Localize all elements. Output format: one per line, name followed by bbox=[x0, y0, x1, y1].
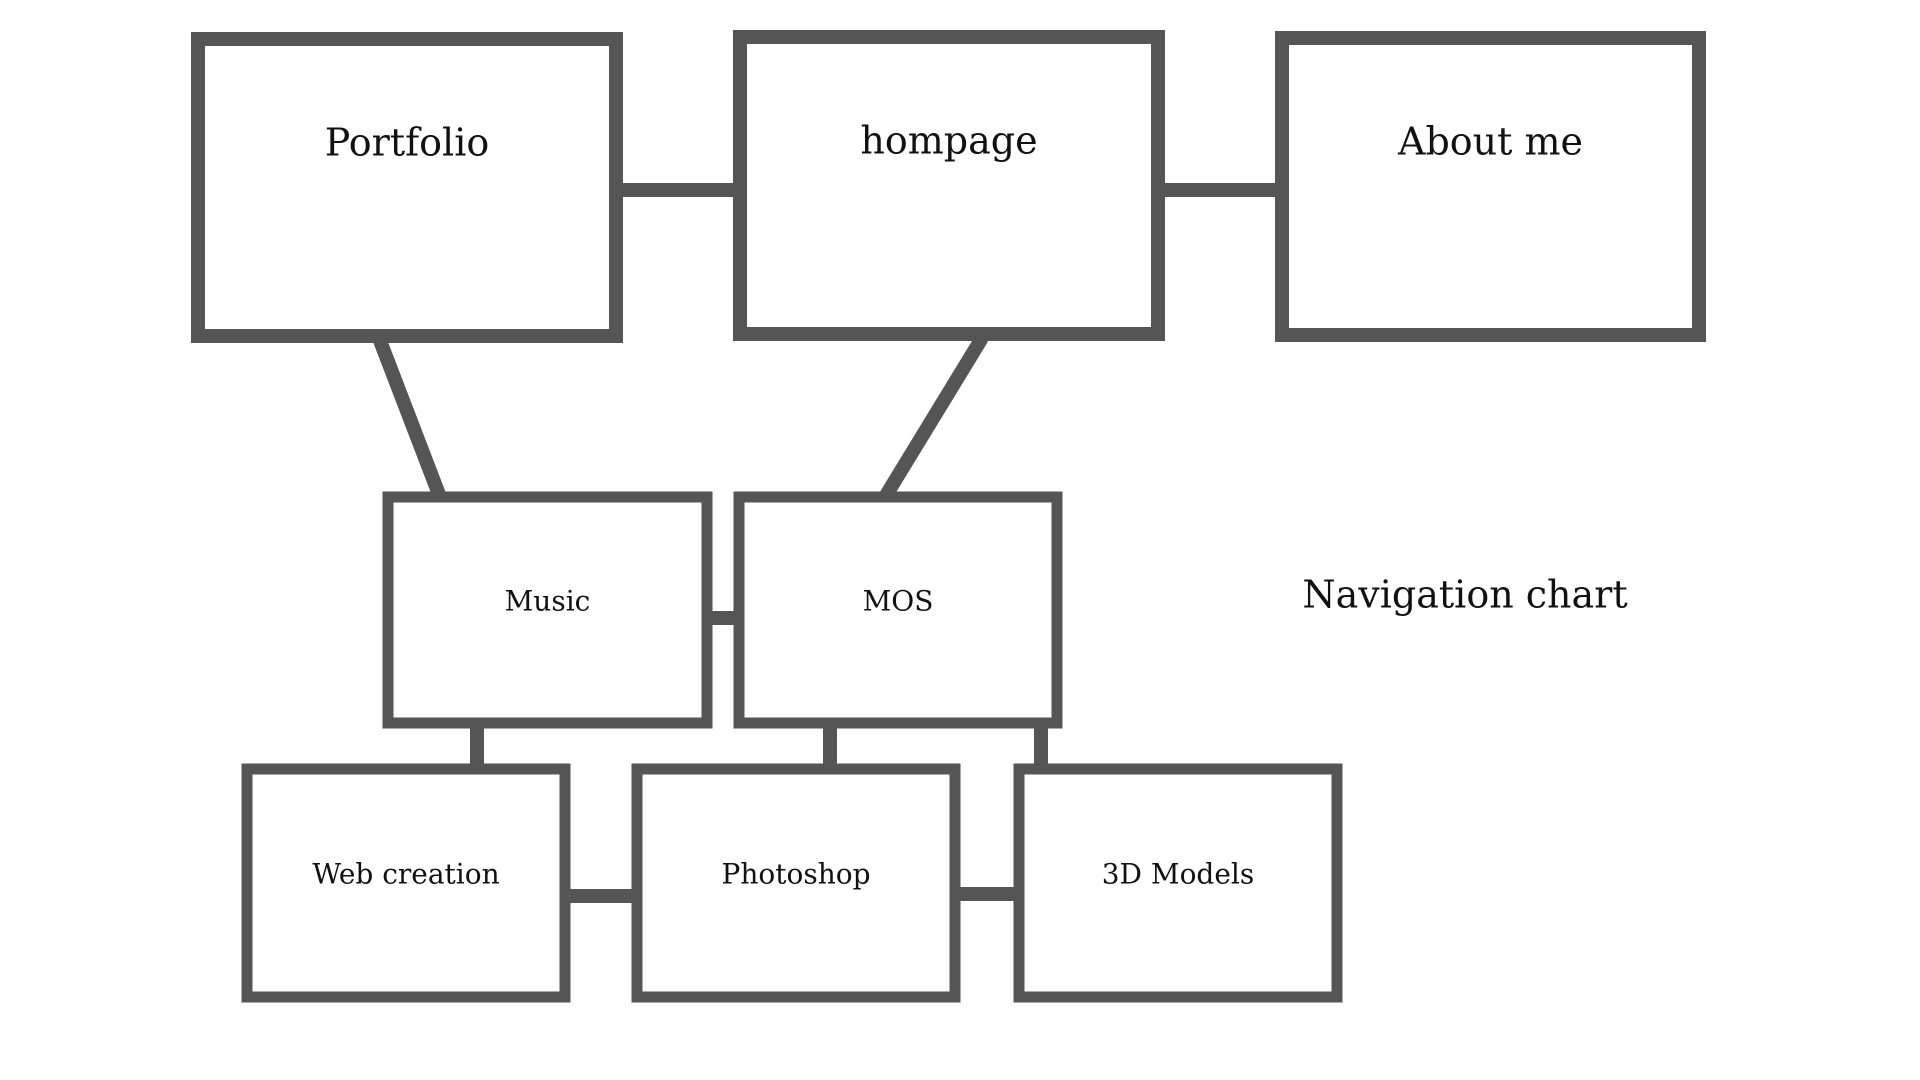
node-box-music bbox=[382, 491, 713, 729]
node-label-hompage: hompage bbox=[860, 118, 1037, 162]
node-web-creation: Web creation bbox=[241, 763, 571, 1003]
node-layer: Portfolio hompage About me Music MOS Web crea… bbox=[191, 30, 1706, 1003]
node-label-photoshop: Photoshop bbox=[721, 858, 870, 891]
connector-hompage-to-mos bbox=[879, 334, 988, 501]
node-3d-models: 3D Models bbox=[1013, 763, 1343, 1003]
node-music: Music bbox=[382, 491, 713, 729]
node-label-music: Music bbox=[505, 585, 591, 618]
node-box-about-me bbox=[1275, 31, 1706, 342]
node-box-photoshop bbox=[631, 763, 961, 1003]
connector-portfolio-to-music bbox=[372, 335, 447, 500]
node-hompage: hompage bbox=[733, 30, 1165, 341]
node-about-me: About me bbox=[1275, 31, 1706, 342]
node-box-3d-models bbox=[1013, 763, 1343, 1003]
node-box-web-creation bbox=[241, 763, 571, 1003]
node-label-portfolio: Portfolio bbox=[325, 120, 489, 164]
node-mos: MOS bbox=[733, 491, 1063, 729]
node-portfolio: Portfolio bbox=[191, 32, 623, 343]
chart-title: Navigation chart bbox=[1302, 573, 1627, 617]
node-box-hompage bbox=[733, 30, 1165, 341]
node-label-3d-models: 3D Models bbox=[1102, 858, 1255, 891]
node-label-about-me: About me bbox=[1397, 119, 1583, 163]
node-label-web-creation: Web creation bbox=[312, 858, 499, 891]
node-label-mos: MOS bbox=[863, 585, 934, 618]
node-box-portfolio bbox=[191, 32, 623, 343]
node-box-mos bbox=[733, 491, 1063, 729]
node-photoshop: Photoshop bbox=[631, 763, 961, 1003]
